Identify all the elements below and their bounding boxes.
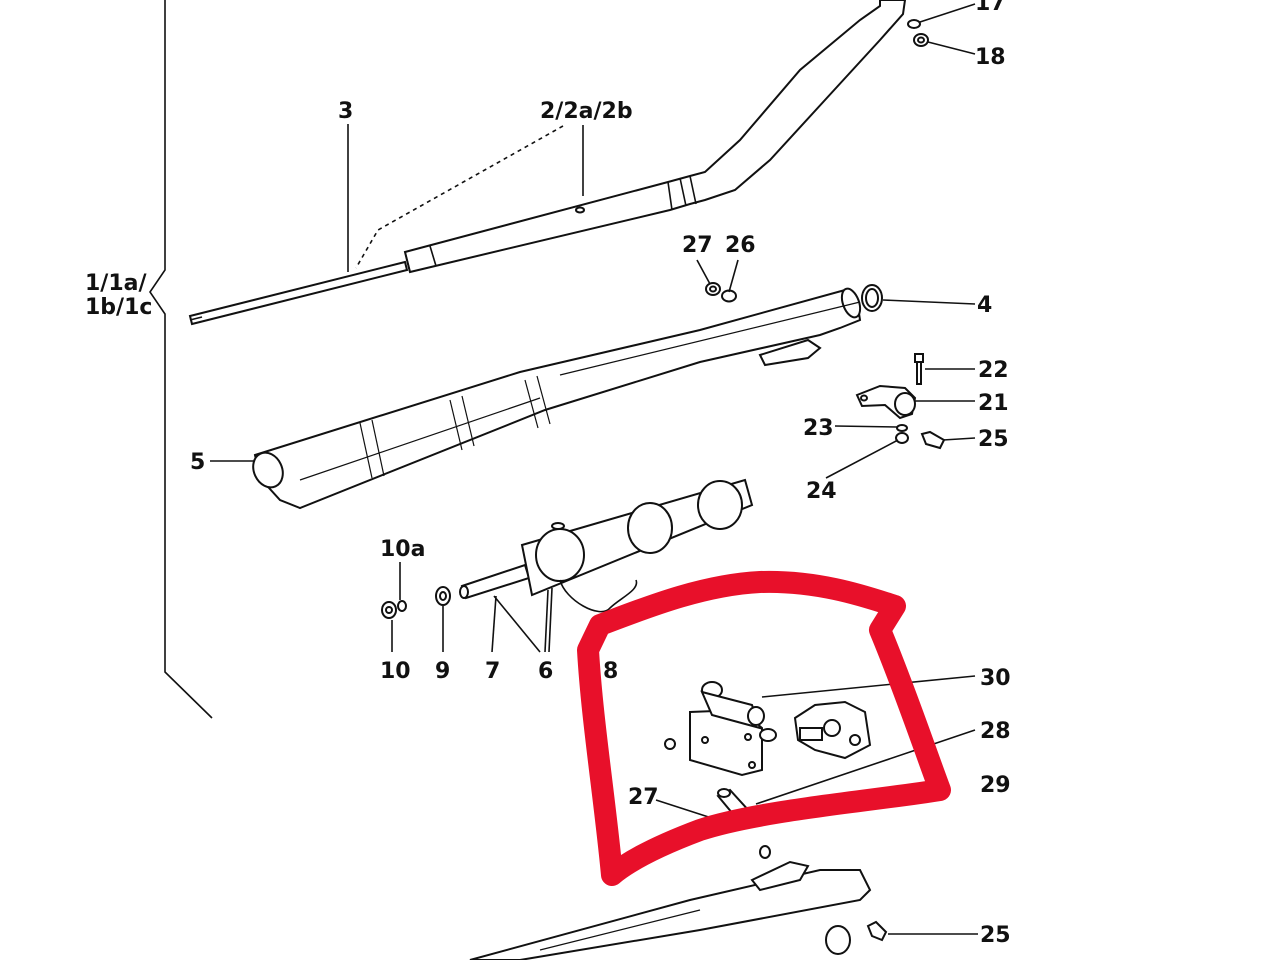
label-27-upper: 27: [682, 233, 713, 258]
part-26-washer: [721, 289, 737, 303]
part-3-steering-shaft: [188, 260, 409, 326]
label-17: 17: [975, 0, 1006, 16]
part-27-nut-upper: [705, 282, 721, 296]
part-17-washer: [907, 19, 921, 29]
part-4-ring: [861, 284, 883, 312]
label-18: 18: [975, 45, 1006, 70]
part-9-washer: [435, 586, 451, 606]
part-5-column-jacket: [252, 287, 862, 510]
label-28: 28: [980, 719, 1011, 744]
part-24-nut: [895, 432, 909, 444]
label-21: 21: [978, 391, 1009, 416]
label-24: 24: [806, 479, 837, 504]
label-1-line2: 1b/1c: [85, 295, 152, 320]
label-25-upper: 25: [978, 427, 1009, 452]
part-6-lock-assembly: [520, 478, 754, 613]
part-10a-washer: [397, 600, 407, 612]
label-10: 10: [380, 659, 411, 684]
label-5: 5: [190, 450, 205, 475]
ignition-lock-unit: [759, 700, 872, 760]
label-2-2a-2b: 2/2a/2b: [540, 99, 633, 124]
part-small-nut: [664, 738, 676, 750]
label-6: 6: [538, 659, 553, 684]
red-highlight-outline: [577, 570, 951, 886]
part-7-lock-shaft: [459, 563, 531, 600]
label-30: 30: [980, 666, 1011, 691]
part-23-spring-washer: [896, 424, 908, 432]
label-27-lower: 27: [628, 785, 659, 810]
leader-lines: [210, 3, 978, 935]
part-labels: 17 18 3 2/2a/2b 27 26 1/1a/ 1b/1c 4 22 2…: [85, 0, 1011, 948]
label-26: 26: [725, 233, 756, 258]
label-29: 29: [980, 773, 1011, 798]
label-9: 9: [435, 659, 450, 684]
label-10a: 10a: [380, 537, 425, 562]
label-22: 22: [978, 358, 1009, 383]
label-1-line1: 1/1a/: [85, 271, 147, 296]
part-25-bolt-upper: [920, 430, 946, 450]
part-22-bolt: [914, 353, 924, 385]
label-23: 23: [803, 416, 834, 441]
part-25-bolt-lower: [866, 920, 888, 942]
part-18-nut: [913, 33, 929, 47]
lower-column-tube: [469, 845, 872, 960]
label-7: 7: [485, 659, 500, 684]
label-25-lower: 25: [980, 923, 1011, 948]
group-brace: [149, 0, 213, 719]
label-8: 8: [603, 659, 618, 684]
label-3: 3: [338, 99, 353, 124]
part-21-bracket: [855, 384, 917, 420]
part-2-upper-shaft: [403, 0, 907, 274]
part-30-pivot-bracket: [689, 681, 765, 777]
part-10-nut: [381, 601, 397, 619]
label-4: 4: [977, 293, 992, 318]
